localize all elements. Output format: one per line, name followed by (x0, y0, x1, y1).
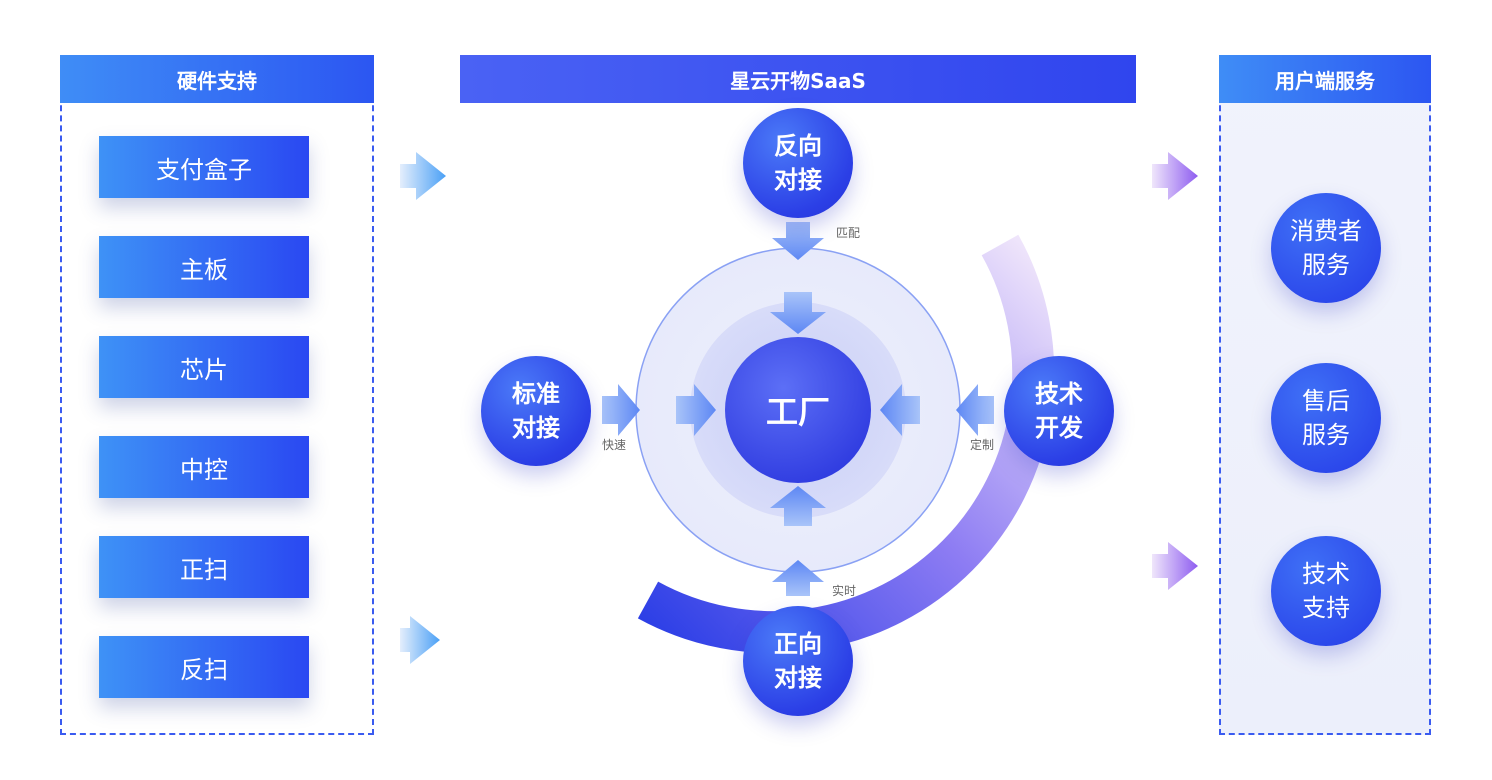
hardware-item-chip: 芯片 (99, 336, 309, 398)
inner-arrow-right (676, 384, 716, 436)
inner-arrow-down (770, 292, 826, 334)
inner-arrow-left (880, 384, 920, 436)
user-service-panel-title: 用户端服务 (1219, 55, 1431, 103)
hardware-panel-title: 硬件支持 (60, 55, 374, 103)
hardware-to-saas-arrow-top (400, 152, 446, 200)
outer-arrow-down (772, 222, 824, 260)
match-label: 匹配 (836, 226, 861, 240)
consumer-service-node: 消费者服务 (1271, 193, 1381, 303)
forward-docking-node: 正向对接 (743, 606, 853, 716)
factory-label: 工厂 (765, 393, 830, 431)
fast-label: 快速 (602, 438, 627, 452)
realtime-label: 实时 (832, 584, 857, 598)
hardware-to-saas-arrow-bottom (400, 616, 440, 664)
custom-label: 定制 (970, 438, 995, 452)
hardware-item-mainboard: 主板 (99, 236, 309, 298)
saas-to-user-arrow-bottom (1152, 542, 1198, 590)
outer-arrow-left (956, 384, 994, 436)
hardware-item-payment-box: 支付盒子 (99, 136, 309, 198)
technical-development-node: 技术开发 (1004, 356, 1114, 466)
hardware-item-central-control: 中控 (99, 436, 309, 498)
factory-core (725, 337, 871, 483)
reverse-docking-node: 反向对接 (743, 108, 853, 218)
inner-arrow-up (770, 486, 826, 526)
standard-docking-node: 标准对接 (481, 356, 591, 466)
technical-support-node: 技术支持 (1271, 536, 1381, 646)
technical-development-arc (637, 234, 1055, 654)
saas-to-user-arrow-top (1152, 152, 1198, 200)
outer-arrow-right (602, 384, 640, 436)
saas-title-bar: 星云开物SaaS (460, 55, 1136, 103)
hardware-item-forward-scan: 正扫 (99, 536, 309, 598)
outer-arrow-up (772, 560, 824, 596)
hardware-item-reverse-scan: 反扫 (99, 636, 309, 698)
after-sales-service-node: 售后服务 (1271, 363, 1381, 473)
